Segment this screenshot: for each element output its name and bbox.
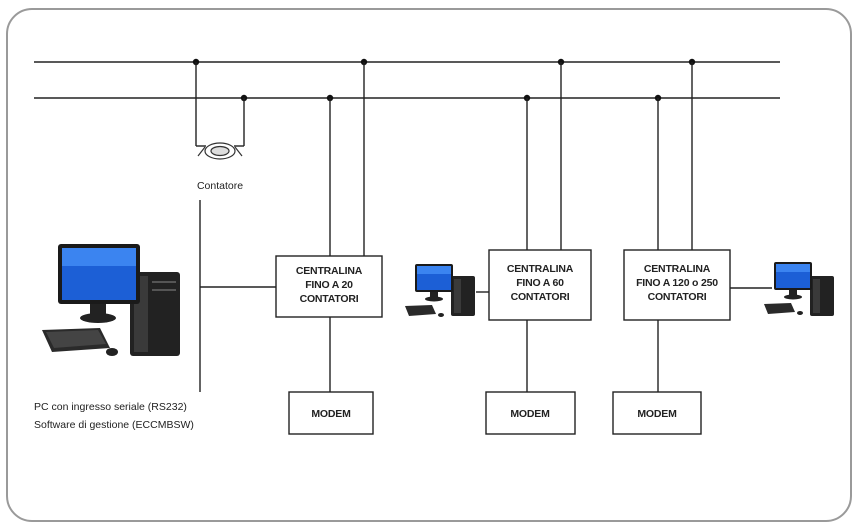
controller-box-3 — [623, 249, 731, 321]
modem-box-2 — [485, 391, 576, 435]
controller-box-1 — [275, 255, 383, 318]
controller-1-line-2: FINO A 20 — [305, 279, 353, 291]
controller-2-line-1: CENTRALINA — [507, 263, 574, 275]
main-pc-icon — [42, 244, 180, 356]
meter-symbol-icon — [197, 142, 243, 160]
controller-2-line-2: FINO A 60 — [516, 277, 564, 289]
controller-2-line-3: CONTATORI — [511, 291, 570, 303]
controller-3-line-1: CENTRALINA — [644, 263, 711, 275]
controller-1-line-1: CENTRALINA — [296, 265, 363, 277]
meter-wiring — [195, 62, 245, 147]
controller-3-line-3: CONTATORI — [648, 291, 707, 303]
main-pc-caption-line-1: PC con ingresso seriale (RS232) — [34, 401, 187, 413]
junction-dots — [192, 58, 696, 102]
pc-2-icon — [405, 264, 475, 317]
modem-2-label: MODEM — [510, 408, 550, 420]
controller-box-2 — [488, 249, 592, 321]
pc-3-icon — [764, 262, 834, 316]
controller-1-line-3: CONTATORI — [300, 293, 359, 305]
modem-3-label: MODEM — [637, 408, 677, 420]
modem-box-1 — [288, 391, 374, 435]
modem-box-3 — [612, 391, 702, 435]
meter-label: Contatore — [197, 180, 243, 192]
controller-3-line-2: FINO A 120 o 250 — [636, 277, 718, 289]
modem-1-label: MODEM — [311, 408, 351, 420]
main-pc-caption-line-2: Software di gestione (ECCMBSW) — [34, 419, 194, 431]
main-pc-wiring — [199, 200, 276, 392]
